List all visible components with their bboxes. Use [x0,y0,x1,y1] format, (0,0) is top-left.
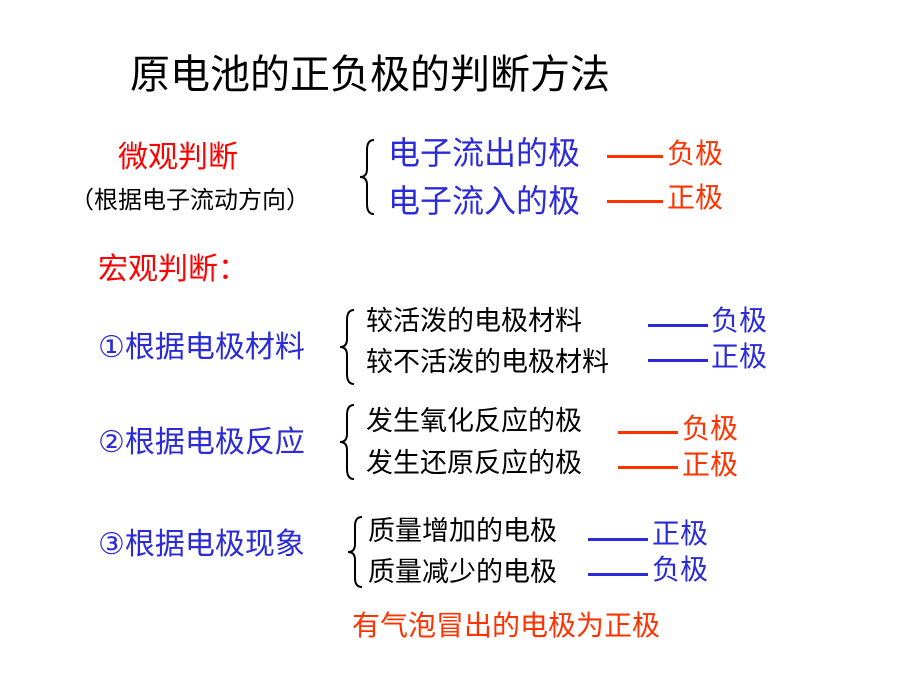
bubble-note: 有气泡冒出的电极为正极 [352,609,661,642]
criterion-reaction-brace [339,404,355,480]
material-result-inactive: 正极 [711,340,768,373]
material-item-inactive: 较不活泼的电极材料 [366,347,609,378]
micro-heading: 微观判断 [118,140,238,175]
macro-heading: 宏观判断： [98,252,248,287]
micro-brace [359,139,375,215]
micro-result-out: 负极 [667,137,724,170]
reaction-dash-1 [618,431,678,434]
criterion-material-label: ①根据电极材料 [98,330,305,365]
criterion-material-brace [339,309,355,385]
page-title: 原电池的正负极的判断方法 [130,52,610,98]
phenomenon-item-increase: 质量增加的电极 [368,516,557,547]
reaction-result-oxidation: 负极 [682,412,739,445]
criterion-phenomenon-label: ③根据电极现象 [98,527,305,562]
material-item-active: 较活泼的电极材料 [366,306,582,337]
phenomenon-result-decrease: 负极 [652,553,709,586]
phenomenon-dash-1 [588,538,648,541]
micro-dash-2 [607,200,663,203]
reaction-result-reduction: 正极 [682,448,739,481]
micro-item-in: 电子流入的极 [388,182,581,220]
reaction-dash-2 [618,466,678,469]
micro-note: （根据电子流动方向） [70,186,310,214]
phenomenon-dash-2 [588,573,648,576]
material-result-active: 负极 [711,304,768,337]
micro-item-out: 电子流出的极 [388,134,581,172]
criterion-phenomenon-brace [347,516,363,588]
micro-dash-1 [607,155,663,158]
criterion-reaction-label: ②根据电极反应 [98,425,305,460]
phenomenon-item-decrease: 质量减少的电极 [368,557,557,588]
phenomenon-result-increase: 正极 [652,517,709,550]
material-dash-2 [648,359,708,362]
material-dash-1 [648,324,708,327]
reaction-item-oxidation: 发生氧化反应的极 [366,406,582,437]
reaction-item-reduction: 发生还原反应的极 [366,448,582,479]
micro-result-in: 正极 [667,181,724,214]
